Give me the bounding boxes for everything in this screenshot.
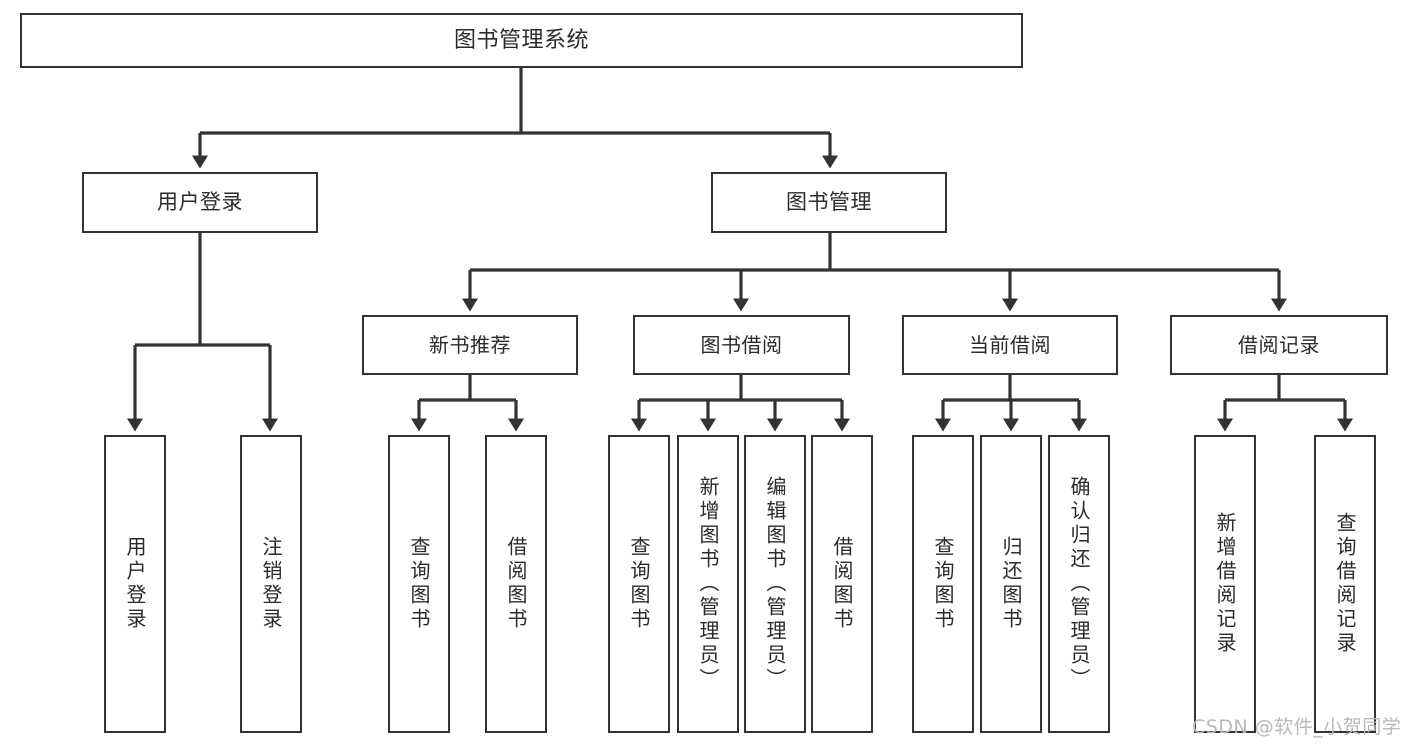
leaf-label: 查询借阅记录 bbox=[1333, 512, 1357, 656]
node-root-system[interactable]: 图书管理系统 bbox=[20, 13, 1023, 68]
leaf-label: 查询图书 bbox=[627, 536, 651, 632]
leaf-label: 查询图书 bbox=[407, 536, 431, 632]
leaf-label: 用户登录 bbox=[123, 536, 147, 632]
leaf-user-login-signin[interactable]: 用户登录 bbox=[104, 435, 166, 733]
leaf-label: 归还图书 bbox=[999, 536, 1023, 632]
leaf-current-borrow-confirm[interactable]: 确认归还（管理员） bbox=[1048, 435, 1110, 733]
node-new-book-recommend[interactable]: 新书推荐 bbox=[362, 315, 578, 375]
leaf-borrow-record-add[interactable]: 新增借阅记录 bbox=[1194, 435, 1256, 733]
leaf-book-borrow-query[interactable]: 查询图书 bbox=[608, 435, 670, 733]
leaf-user-login-signout[interactable]: 注销登录 bbox=[240, 435, 302, 733]
leaf-new-book-borrow[interactable]: 借阅图书 bbox=[485, 435, 547, 733]
leaf-label: 借阅图书 bbox=[830, 536, 854, 632]
node-user-login[interactable]: 用户登录 bbox=[82, 172, 318, 233]
leaf-label: 注销登录 bbox=[259, 536, 283, 632]
node-book-management[interactable]: 图书管理 bbox=[711, 172, 947, 233]
leaf-book-borrow-add[interactable]: 新增图书（管理员） bbox=[677, 435, 739, 733]
leaf-current-borrow-return[interactable]: 归还图书 bbox=[980, 435, 1042, 733]
leaf-label: 确认归还（管理员） bbox=[1067, 476, 1091, 692]
node-borrow-record[interactable]: 借阅记录 bbox=[1170, 315, 1388, 375]
leaf-borrow-record-query[interactable]: 查询借阅记录 bbox=[1314, 435, 1376, 733]
leaf-new-book-query[interactable]: 查询图书 bbox=[388, 435, 450, 733]
leaf-book-borrow-borrow[interactable]: 借阅图书 bbox=[811, 435, 873, 733]
watermark: CSDN @软件_小贺同学 bbox=[1192, 716, 1402, 738]
node-book-borrow[interactable]: 图书借阅 bbox=[633, 315, 850, 375]
leaf-label: 新增图书（管理员） bbox=[696, 476, 720, 692]
leaf-label: 查询图书 bbox=[931, 536, 955, 632]
node-current-borrow[interactable]: 当前借阅 bbox=[902, 315, 1118, 375]
leaf-label: 编辑图书（管理员） bbox=[763, 476, 787, 692]
leaf-label: 借阅图书 bbox=[504, 536, 528, 632]
leaf-book-borrow-edit[interactable]: 编辑图书（管理员） bbox=[744, 435, 806, 733]
leaf-label: 新增借阅记录 bbox=[1213, 512, 1237, 656]
leaf-current-borrow-query[interactable]: 查询图书 bbox=[912, 435, 974, 733]
